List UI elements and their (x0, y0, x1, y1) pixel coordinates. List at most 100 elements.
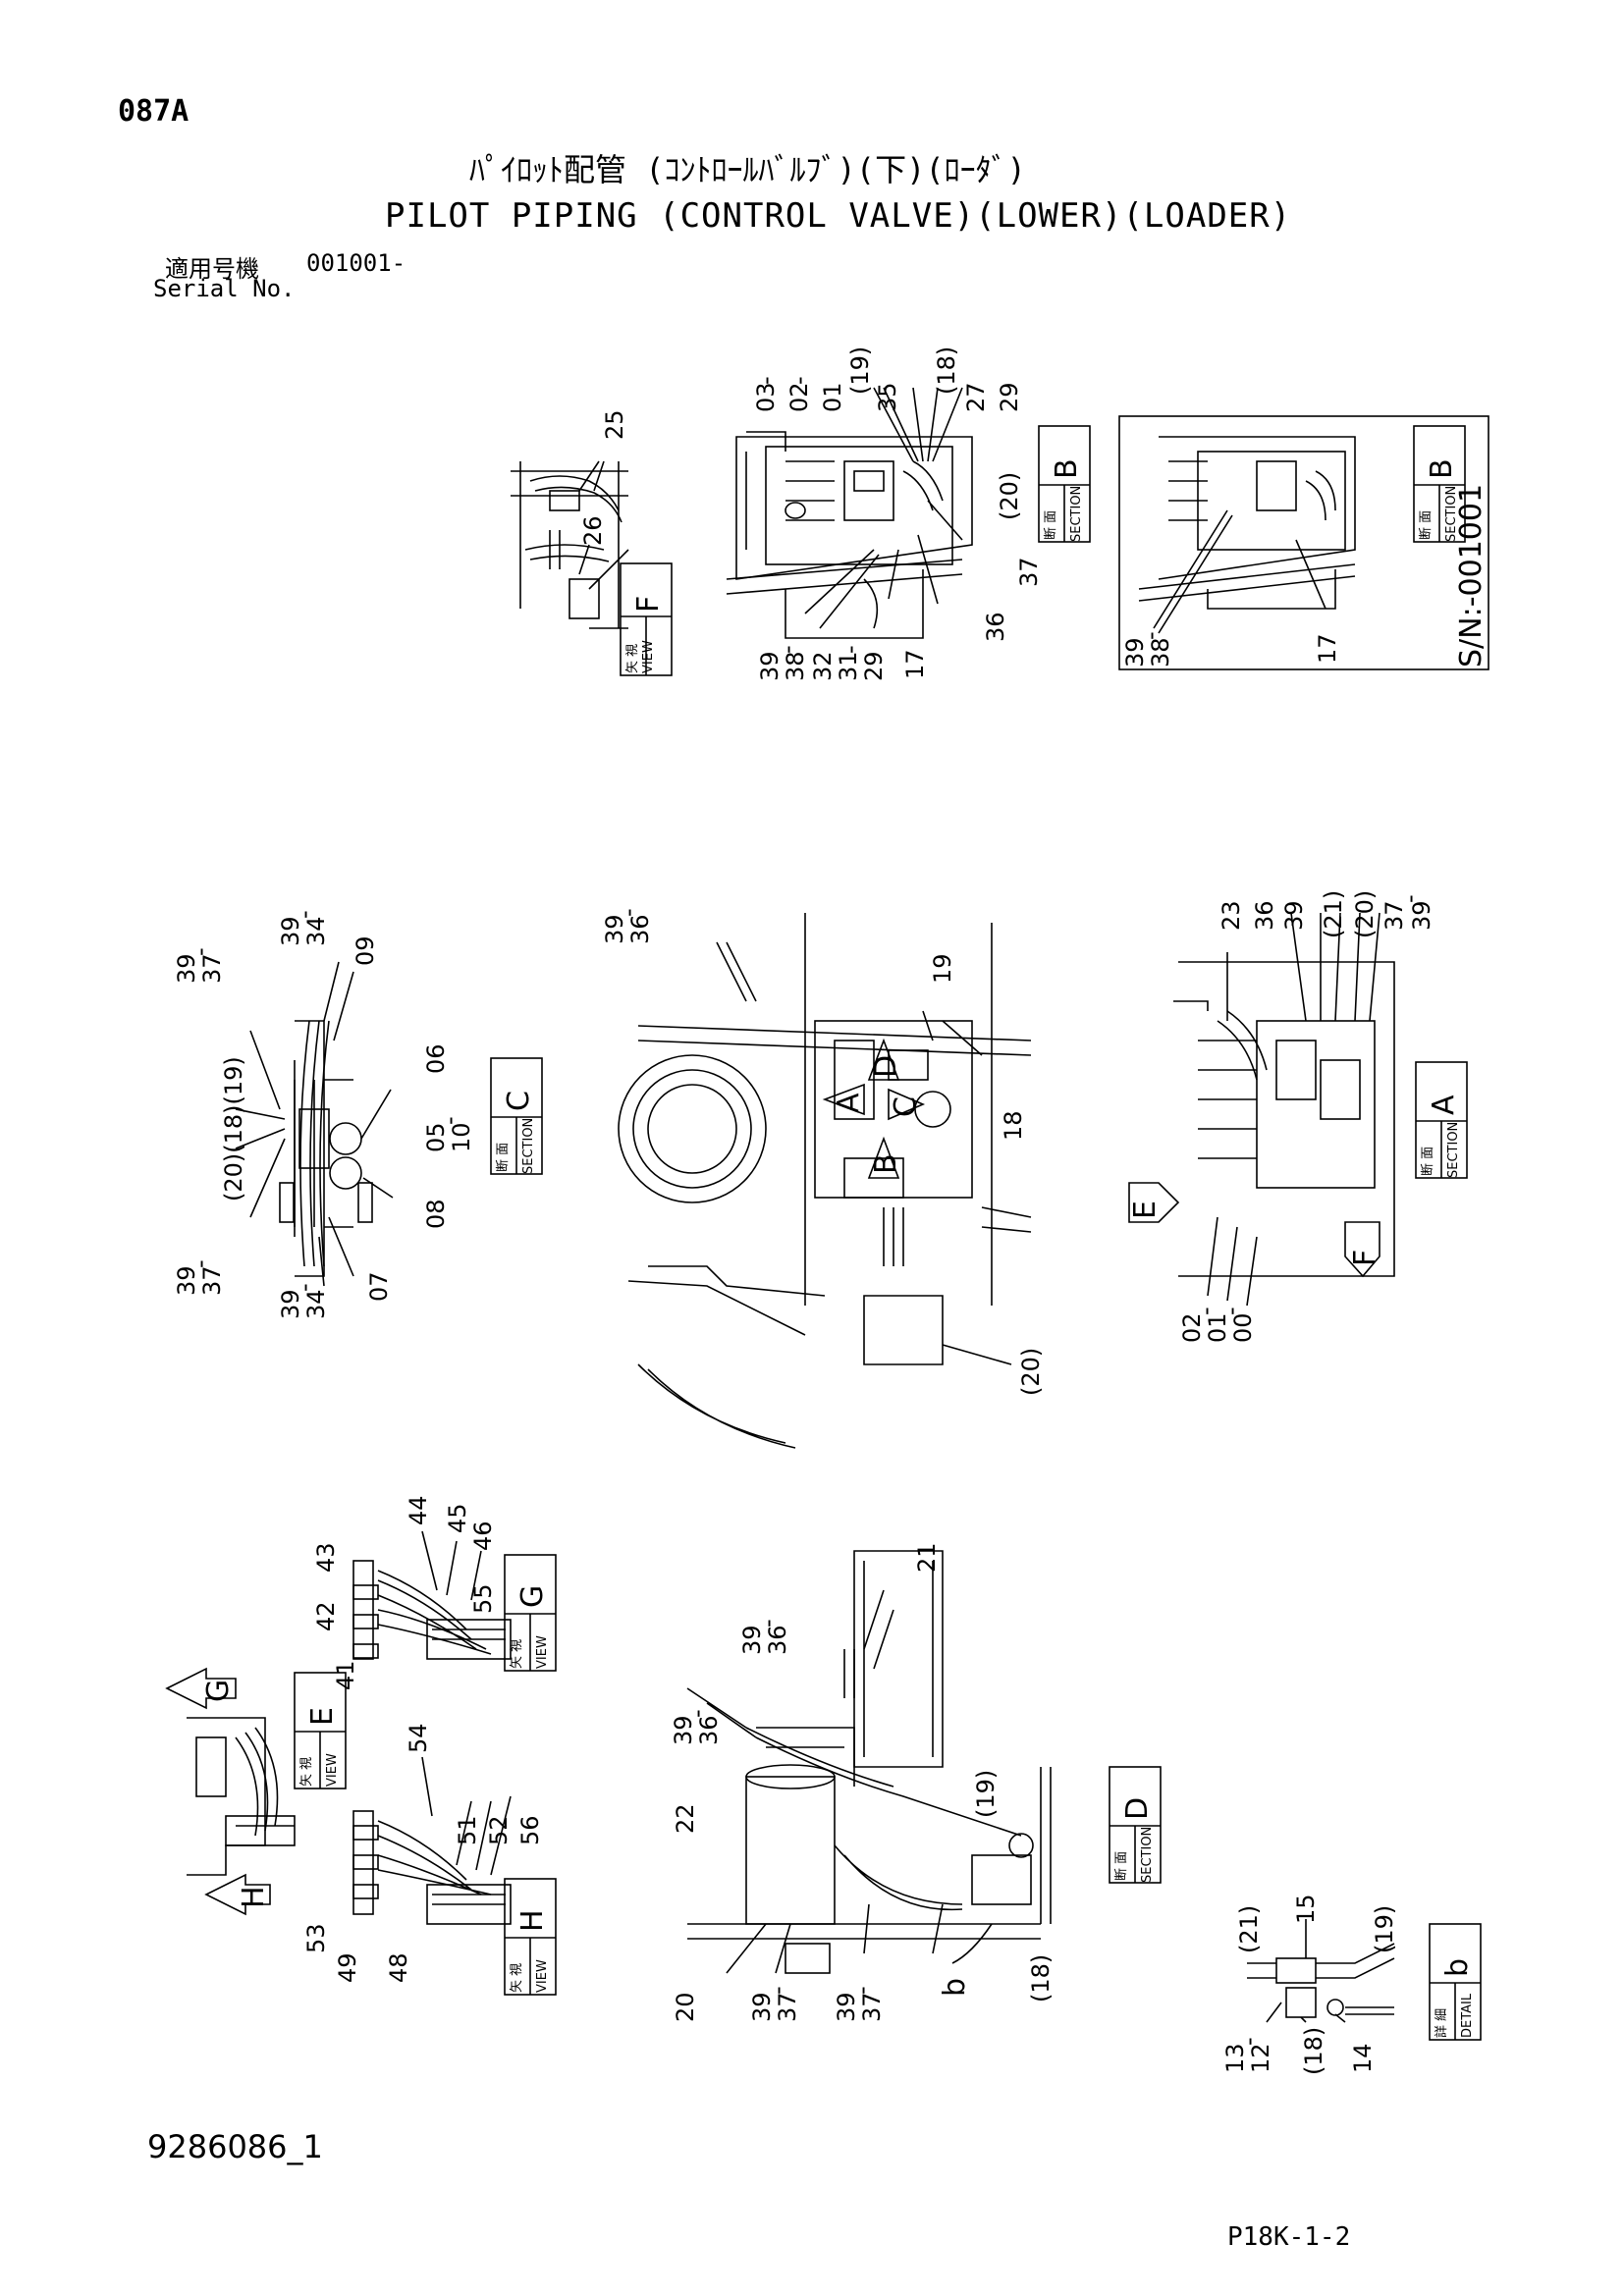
callout-08: 08 (422, 1199, 450, 1229)
callout-39: 39 (670, 1715, 697, 1745)
callout-18p: (18) (1300, 2027, 1327, 2075)
callout-dash: - (785, 376, 813, 385)
callout-12: 12 (1247, 2043, 1274, 2073)
detail-b-tag-en: DETAIL (1460, 1993, 1475, 2038)
view-e-arrow-letter: E (1128, 1201, 1163, 1219)
callout-36: 36 (982, 612, 1009, 642)
callout-02: 02 (785, 382, 813, 412)
callout-dash: - (848, 1986, 876, 1995)
callout-39: 39 (601, 914, 628, 944)
callout-02: 02 (1178, 1312, 1206, 1343)
callout-01: 01 (1204, 1312, 1231, 1343)
callout-37: 37 (198, 1265, 226, 1296)
section-b-tag-en: SECTION (1069, 486, 1084, 542)
view-g-arrow-letter: G (201, 1680, 236, 1702)
callout-17: 17 (901, 649, 929, 679)
arrow-b-marker (867, 1136, 900, 1179)
callout-29: 29 (860, 651, 888, 681)
callout-dash: - (837, 645, 864, 654)
sheet-code: 087A (118, 94, 189, 129)
detail-b-drawing (1247, 1919, 1395, 2023)
serial-inset-tag-letter: B (1425, 458, 1459, 479)
callout-dash: - (187, 947, 214, 956)
detail-b-tag-letter: b (1440, 1958, 1475, 1977)
callout-39: 39 (277, 916, 304, 946)
callout-55: 55 (469, 1583, 497, 1614)
view-e-drawing (187, 1717, 296, 1876)
callout-34: 34 (302, 1289, 330, 1319)
callout-dash: - (764, 1986, 791, 1995)
callout-39: 39 (173, 1265, 200, 1296)
view-g-drawing (352, 1530, 512, 1660)
section-c-drawing (235, 961, 394, 1287)
callout-52: 52 (485, 1815, 513, 1845)
callout-36: 36 (626, 914, 654, 944)
callout-39: 39 (738, 1625, 766, 1655)
callout-dash: - (187, 1259, 214, 1268)
serial-inset-frame (1118, 415, 1489, 670)
callout-07: 07 (365, 1271, 393, 1302)
main-plan-drawing (618, 913, 1032, 1449)
view-f-tag-jp: 矢 視 (625, 644, 640, 673)
callout-21p: (21) (1235, 1905, 1263, 1953)
callout-17: 17 (1314, 633, 1341, 664)
section-c-tag-letter: C (502, 1091, 536, 1111)
callout-32: 32 (809, 651, 837, 681)
callout-dash: - (1235, 2037, 1263, 2046)
page-reference: P18K-1-2 (1227, 2222, 1351, 2252)
callout-dash: - (291, 910, 318, 919)
view-h-tag-jp: 矢 視 (510, 1963, 524, 1993)
callout-34: 34 (302, 916, 330, 946)
callout-dash: - (1396, 894, 1424, 903)
serial-number-note: S/N:-001001 (1454, 484, 1489, 667)
callout-39: 39 (748, 1992, 776, 2022)
callout-45: 45 (444, 1503, 471, 1533)
callout-43: 43 (312, 1542, 340, 1573)
callout-05: 05 (422, 1122, 450, 1152)
callout-18p: (18) (933, 347, 960, 395)
callout-19: 19 (929, 953, 956, 984)
section-d-drawing (686, 1550, 1052, 1974)
callout-19p: (19) (1371, 1905, 1398, 1953)
section-a-tag-letter: A (1427, 1095, 1461, 1115)
section-c-tag-jp: 断 面 (496, 1143, 511, 1172)
callout-dash: - (436, 1116, 463, 1125)
detail-b-reference: b (938, 1978, 972, 1997)
view-h-tag-letter: H (515, 1909, 550, 1932)
callout-39: 39 (1121, 637, 1149, 667)
callout-37: 37 (198, 953, 226, 984)
callout-31: 31 (835, 651, 862, 681)
detail-b-tag-jp: 詳 細 (1434, 2008, 1449, 2038)
section-b-drawing (726, 387, 973, 639)
callout-36: 36 (695, 1715, 723, 1745)
arrow-d-marker (867, 1038, 900, 1081)
callout-22: 22 (672, 1803, 699, 1834)
callout-01: 01 (819, 382, 846, 412)
callout-20p: (20) (1351, 890, 1379, 938)
callout-48: 48 (385, 1952, 412, 1983)
callout-39: 39 (1408, 900, 1435, 931)
view-g-tag-letter: G (515, 1585, 550, 1608)
arrow-d-letter: D (869, 1055, 903, 1078)
serial-number-value: 001001- (306, 249, 406, 277)
callout-36: 36 (1251, 900, 1278, 931)
callout-20p: (20) (996, 472, 1023, 520)
title-japanese: ﾊﾟｲﾛｯﾄ配管 (ｺﾝﾄﾛｰﾙﾊﾞﾙﾌﾞ)(下)(ﾛｰﾀﾞ) (469, 151, 1026, 188)
callout-53: 53 (302, 1923, 330, 1953)
callout-23: 23 (1218, 900, 1245, 931)
callout-37: 37 (1380, 900, 1408, 931)
callout-37: 37 (1015, 557, 1043, 587)
serial-inset-tag-en: SECTION (1444, 486, 1459, 542)
callout-39: 39 (1280, 900, 1308, 931)
serial-label-english: Serial No. (153, 275, 296, 302)
view-f-tag-en: VIEW (641, 640, 656, 673)
callout-10: 10 (448, 1122, 475, 1152)
callout-39: 39 (833, 1992, 860, 2022)
section-d-tag-en: SECTION (1140, 1827, 1155, 1883)
callout-39: 39 (277, 1289, 304, 1319)
section-d-tag-jp: 断 面 (1114, 1851, 1129, 1881)
section-b-tag-letter: B (1050, 458, 1084, 479)
view-f-arrow (1344, 1221, 1380, 1278)
arrow-c-letter: C (889, 1096, 923, 1117)
